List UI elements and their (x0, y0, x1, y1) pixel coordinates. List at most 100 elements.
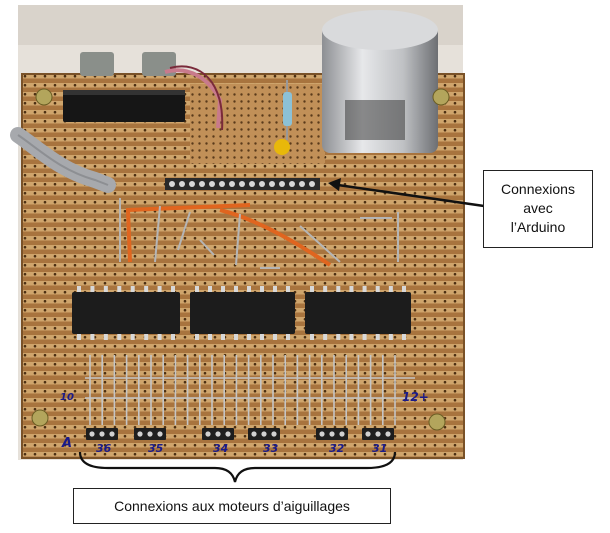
chip-pin (323, 286, 328, 292)
chip-pin (144, 286, 149, 292)
chip-pin (144, 334, 149, 340)
chip-pin (195, 334, 199, 340)
connector-number-35: 35 (148, 442, 164, 455)
header-pin (169, 181, 175, 187)
chip-pin (171, 334, 175, 340)
chip-pin (103, 286, 108, 292)
jumper-wire (177, 211, 191, 251)
chip-pin (117, 286, 122, 292)
chip-pin (260, 334, 264, 340)
chip-pin (310, 286, 314, 292)
screw-top-right (432, 88, 450, 106)
connector-number-31: 31 (372, 442, 388, 455)
chip-pin (247, 286, 251, 292)
chip-pin (273, 286, 277, 292)
header-pin (239, 181, 245, 187)
motors-callout: Connexions aux moteurs d’aiguillages (73, 488, 391, 524)
led (274, 139, 290, 155)
chip-pin (323, 334, 328, 340)
ic-chip-3 (305, 292, 411, 334)
chip-pin (130, 286, 135, 292)
chip-pin (117, 334, 122, 340)
connector-number-33: 33 (263, 442, 279, 455)
regulator (63, 90, 185, 122)
chip-pin (286, 286, 290, 292)
header-pin (289, 181, 295, 187)
header-pin (259, 181, 265, 187)
chip-pin (208, 286, 212, 292)
connector-number-36: 36 (96, 442, 112, 455)
chip-pin (260, 286, 264, 292)
chip-pin (362, 334, 367, 340)
chip-pin (375, 334, 380, 340)
chip-pin (171, 286, 175, 292)
chip-pin (349, 334, 354, 340)
chip-pin (402, 334, 406, 340)
header-pin (179, 181, 185, 187)
motor-connector (316, 428, 348, 440)
marker-10: 10 (60, 392, 74, 403)
electrolytic-capacitor (322, 10, 438, 153)
dot-matrix-area (190, 84, 325, 164)
motor-connector (202, 428, 234, 440)
arduino-callout-line-3: l’Arduino (510, 219, 566, 235)
jumper-wire (235, 213, 241, 266)
ic-chip-1 (72, 292, 180, 334)
header-pin (299, 181, 305, 187)
connector-number-34: 34 (213, 442, 229, 455)
chip-pin (90, 334, 95, 340)
orange-wire-1 (125, 203, 251, 263)
chip-pin (208, 334, 212, 340)
chip-pin (336, 286, 341, 292)
chip-pin (221, 334, 225, 340)
motor-connector (134, 428, 166, 440)
jumper-wire (199, 239, 215, 256)
header-pin (279, 181, 285, 187)
top-bracket-left (80, 52, 114, 76)
chip-pin (157, 334, 162, 340)
chip-pin (310, 334, 314, 340)
header-pin (209, 181, 215, 187)
header-pin (219, 181, 225, 187)
motor-connector (362, 428, 394, 440)
screw-bottom-right (428, 413, 446, 431)
arduino-callout-line-1: Connexions (501, 181, 575, 197)
resistor (283, 92, 292, 126)
chip-pin (273, 334, 277, 340)
chip-pin (388, 286, 393, 292)
marker-12v: 12+ (402, 390, 429, 404)
header-pin (189, 181, 195, 187)
chip-pin (375, 286, 380, 292)
screw-bottom-left (31, 409, 49, 427)
chip-pin (157, 286, 162, 292)
arduino-callout-line-2: avec (523, 200, 553, 216)
chip-pin (336, 334, 341, 340)
chip-pin (388, 334, 393, 340)
arduino-callout: Connexions avec l’Arduino (483, 170, 593, 248)
connector-number-32: 32 (329, 442, 345, 455)
header-pin (199, 181, 205, 187)
chip-pin (286, 334, 290, 340)
motor-connector (248, 428, 280, 440)
chip-pin (221, 286, 225, 292)
bottom-brace (78, 451, 397, 483)
header-pin (309, 181, 315, 187)
header-pin (269, 181, 275, 187)
chip-pin (362, 286, 367, 292)
chip-pin (247, 334, 251, 340)
arduino-arrow (337, 183, 485, 208)
orange-wire-2 (219, 208, 332, 267)
jumper-wire (154, 205, 161, 263)
chip-pin (103, 334, 108, 340)
marker-a: A (62, 436, 73, 451)
jumper-wire (299, 225, 341, 263)
header-pin (229, 181, 235, 187)
chip-pin (77, 334, 81, 340)
chip-pin (234, 334, 238, 340)
chip-pin (195, 286, 199, 292)
chip-pin (77, 286, 81, 292)
header-pin (249, 181, 255, 187)
motor-connector (86, 428, 118, 440)
